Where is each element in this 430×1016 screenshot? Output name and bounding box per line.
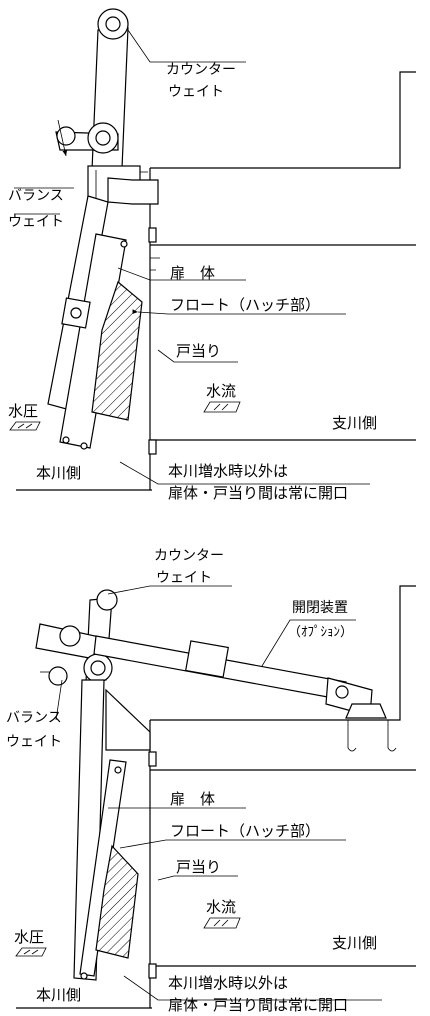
gate-body-label-2: 扉 体	[170, 790, 215, 808]
gate-leaf-2	[35, 589, 387, 981]
leaders-1	[14, 29, 370, 485]
counter-weight-label-1b: ウェイト	[168, 84, 224, 100]
note-line1-label-2: 本川増水時以外は	[168, 974, 288, 992]
float-hatched-1	[91, 280, 143, 421]
water-flow-label-2: 水流	[206, 898, 236, 916]
gate-body-label-1: 扉 体	[170, 264, 215, 282]
note-line2-label-2: 扉体・戸当り間は常に開口	[168, 996, 348, 1014]
balance-weight-label-2b: ウェイト	[6, 734, 62, 750]
float-hatched-2	[95, 844, 139, 959]
structure-wall-1	[16, 71, 416, 491]
structure-wall-2	[16, 585, 416, 1009]
counter-weight-label-2a: カウンター	[154, 548, 224, 564]
door-stop-label-1: 戸当り	[176, 342, 221, 360]
note-line2-label-1: 扉体・戸当り間は常に開口	[168, 484, 348, 502]
float-label-2: フロート（ハッチ部）	[170, 822, 320, 840]
water-pressure-symbol-1	[9, 421, 41, 431]
water-pressure-label-2: 水圧	[14, 928, 44, 946]
counter-weight-label-1a: カウンター	[166, 62, 236, 78]
note-line1-label-1: 本川増水時以外は	[168, 462, 288, 480]
water-flow-label-1: 水流	[206, 382, 236, 400]
diagram-2: カウンター ウェイト 開閉装置 （ｵﾌﾟｼｮﾝ） バランス ウェイト 扉 体 フ…	[6, 548, 416, 1014]
door-stop-label-2: 戸当り	[176, 858, 221, 876]
main-river-side-label-1: 本川側	[36, 464, 81, 482]
opening-device-label-2a: 開閉装置	[292, 600, 348, 616]
water-pressure-symbol-2	[15, 947, 47, 957]
water-flow-symbol-2	[203, 917, 241, 929]
balance-weight-label-2a: バランス	[6, 710, 62, 726]
water-pressure-label-1: 水圧	[8, 402, 38, 420]
counter-weight-label-2b: ウェイト	[156, 570, 212, 586]
float-label-1: フロート（ハッチ部）	[170, 296, 320, 314]
tributary-side-label-1: 支川側	[332, 414, 377, 432]
diagram-1: カウンター ウェイト バランス ウェイト 扉 体 フロート（ハッチ部） 戸当り …	[8, 8, 416, 502]
main-river-side-label-2: 本川側	[36, 986, 81, 1004]
water-flow-symbol-1	[203, 401, 241, 413]
leaders-2	[55, 585, 382, 1001]
balance-weight-label-1b: ウェイト	[8, 214, 64, 230]
tributary-side-label-2: 支川側	[332, 934, 377, 952]
opening-device-label-2b: （ｵﾌﾟｼｮﾝ）	[288, 625, 353, 640]
balance-weight-label-1a: バランス	[8, 188, 64, 204]
gate-leaf-1	[47, 8, 159, 450]
